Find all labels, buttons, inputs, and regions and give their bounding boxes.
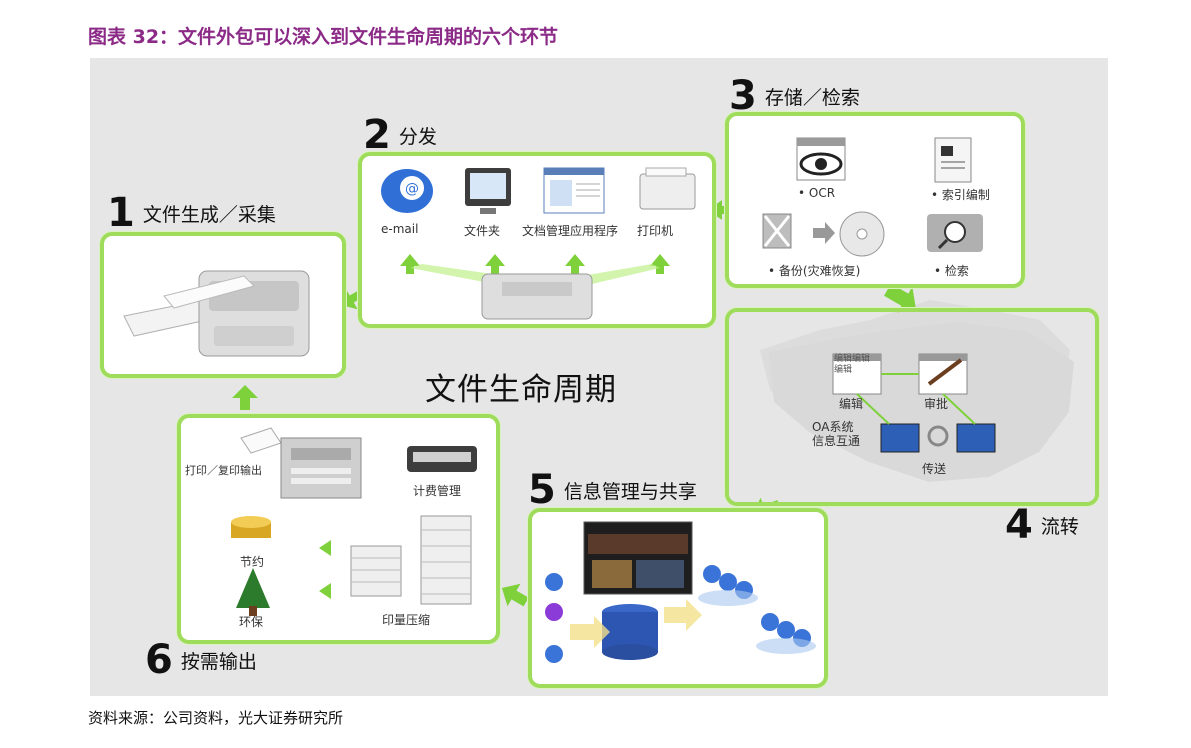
- step-5-number: 5: [528, 467, 556, 513]
- label-print-output: 打印／复印输出: [185, 464, 262, 477]
- step-4-number: 4: [1005, 502, 1033, 548]
- label-billing: 计费管理: [413, 484, 462, 498]
- label-doc-app: 文档管理应用程序: [522, 224, 619, 238]
- label-backup: • 备份(灾难恢复): [768, 264, 861, 278]
- flow-graphics: [769, 322, 1074, 482]
- edit-doc-line-1: 编辑编辑: [834, 354, 871, 364]
- monitor-right-icon: [956, 423, 996, 453]
- panel-storage: [725, 112, 1025, 288]
- label-green: 环保: [239, 615, 264, 629]
- index-doc-icon: [934, 137, 972, 183]
- paper-icon: [240, 427, 282, 454]
- label-oa-system: OA系统: [812, 420, 854, 434]
- output-graphics: [231, 427, 477, 616]
- arrow-2-to-3: [708, 200, 732, 220]
- panel-info-share: [528, 508, 828, 688]
- step-1-heading: 1 文件生成／采集: [107, 193, 276, 233]
- step-2-label: 分发: [398, 125, 437, 148]
- scanner-icon: [123, 270, 310, 357]
- step-6-number: 6: [145, 637, 173, 683]
- sync-icon: [927, 425, 949, 447]
- panel-generate: [100, 232, 346, 378]
- label-search: • 检索: [934, 264, 969, 278]
- user-group-2: [756, 613, 816, 654]
- scanner-small-icon: [481, 273, 593, 320]
- label-approve: 审批: [924, 397, 949, 411]
- arrow-6-to-1: [232, 385, 258, 410]
- monitor-left-icon: [880, 423, 920, 453]
- distribute-graphics: @: [381, 167, 696, 320]
- step-1-number: 1: [107, 190, 135, 236]
- step-2-heading: 2 分发: [363, 115, 437, 155]
- user-group-1: [698, 565, 758, 606]
- user-icon-3: [545, 645, 563, 663]
- printer-icon: [639, 173, 696, 210]
- label-folder: 文件夹: [464, 224, 501, 238]
- stack-large-icon: [420, 515, 472, 605]
- panel-distribute: @: [358, 152, 716, 328]
- step-2-number: 2: [363, 112, 391, 158]
- step-3-number: 3: [729, 73, 757, 119]
- arrow-3-to-4: [884, 283, 916, 313]
- step-3-label: 存储／检索: [764, 86, 860, 109]
- info-share-graphics: [545, 521, 816, 663]
- step-1-label: 文件生成／采集: [142, 203, 276, 226]
- step-6-label: 按需输出: [180, 650, 257, 673]
- figure-title: 图表 32：文件外包可以深入到文件生命周期的六个环节: [88, 26, 559, 48]
- label-transfer: 传送: [922, 462, 947, 476]
- label-index: • 索引编制: [931, 188, 990, 202]
- stack-small-icon: [350, 545, 402, 597]
- step-4-heading: 4 流转: [1005, 505, 1079, 545]
- user-icon-2: [545, 603, 563, 621]
- storage-graphics: [762, 137, 983, 257]
- edit-doc-line-2: 编辑: [834, 365, 853, 375]
- edit-doc-text: 编辑编辑 编辑: [834, 354, 870, 376]
- label-oa-info: 信息互通: [812, 434, 861, 448]
- step-4-label: 流转: [1040, 515, 1079, 538]
- user-icon-1: [545, 573, 563, 591]
- pen-icon: [927, 358, 963, 386]
- label-edit: 编辑: [839, 397, 864, 411]
- source-note: 资料来源：公司资料，光大证券研究所: [88, 709, 344, 727]
- arrow-1-to-2: [341, 288, 363, 310]
- label-compress: 印量压缩: [382, 613, 431, 627]
- step-6-heading: 6 按需输出: [145, 640, 257, 680]
- panel-output: [177, 414, 500, 644]
- svg-text:@: @: [405, 181, 419, 197]
- panel-flow: [725, 308, 1099, 506]
- label-ocr: • OCR: [798, 186, 836, 200]
- label-save: 节约: [240, 555, 265, 569]
- tree-icon: [236, 568, 270, 608]
- arrow-5-to-6: [501, 583, 529, 607]
- center-label: 文件生命周期: [425, 372, 617, 408]
- step-3-heading: 3 存储／检索: [729, 76, 860, 116]
- step-5-heading: 5 信息管理与共享: [528, 470, 697, 510]
- label-email: e-mail: [381, 222, 419, 236]
- label-printer: 打印机: [637, 224, 674, 238]
- step-5-label: 信息管理与共享: [563, 480, 697, 503]
